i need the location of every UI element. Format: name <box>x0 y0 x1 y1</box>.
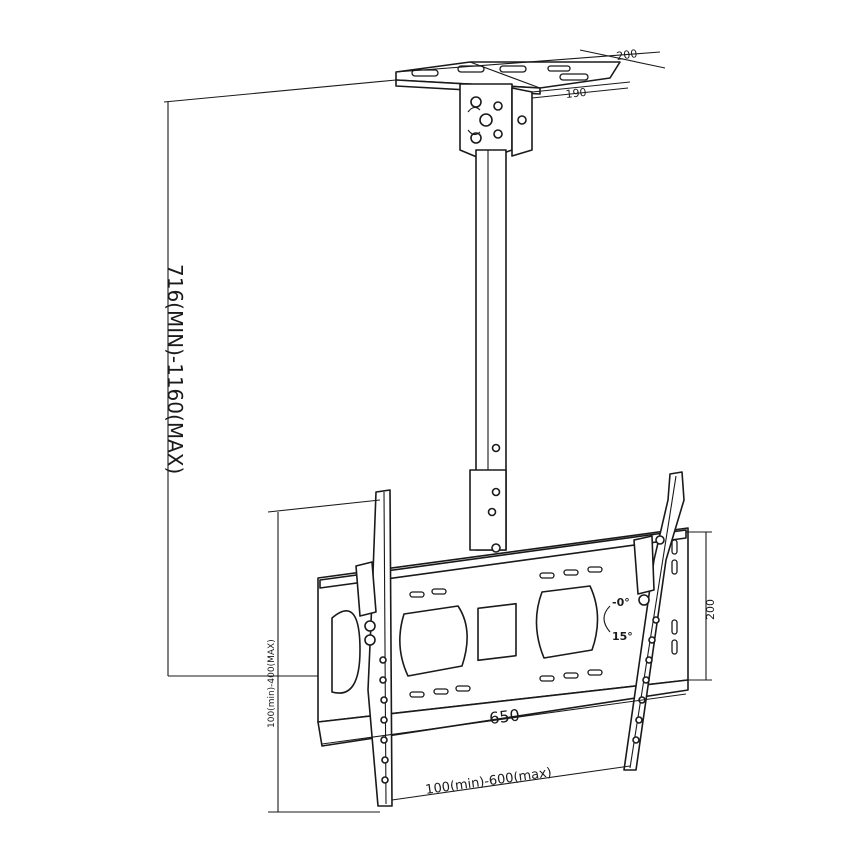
left-vertical-arm <box>355 489 393 807</box>
label-bracket-height: 200 <box>704 599 717 620</box>
label-tilt-min: -0° <box>612 596 630 609</box>
ceiling-plate <box>395 61 621 95</box>
label-horizontal-hole-range: 100(min)-600(max) <box>424 765 552 798</box>
label-vertical-hole-range: 100(min)-400(MAX) <box>267 639 277 728</box>
label-ceiling-plate-depth: 200 <box>616 47 639 63</box>
swivel-bracket <box>459 83 533 161</box>
label-frame-width: 650 <box>488 705 521 728</box>
label-height-range: 716(MIN)-1160(MAX) <box>163 264 187 474</box>
right-vertical-arm <box>623 471 685 771</box>
label-ceiling-plate-width: 190 <box>565 86 587 101</box>
telescopic-pole <box>469 149 507 553</box>
label-tilt-max: 15° <box>612 630 633 643</box>
dimension-lines <box>163 49 712 813</box>
tv-frame <box>317 527 689 747</box>
